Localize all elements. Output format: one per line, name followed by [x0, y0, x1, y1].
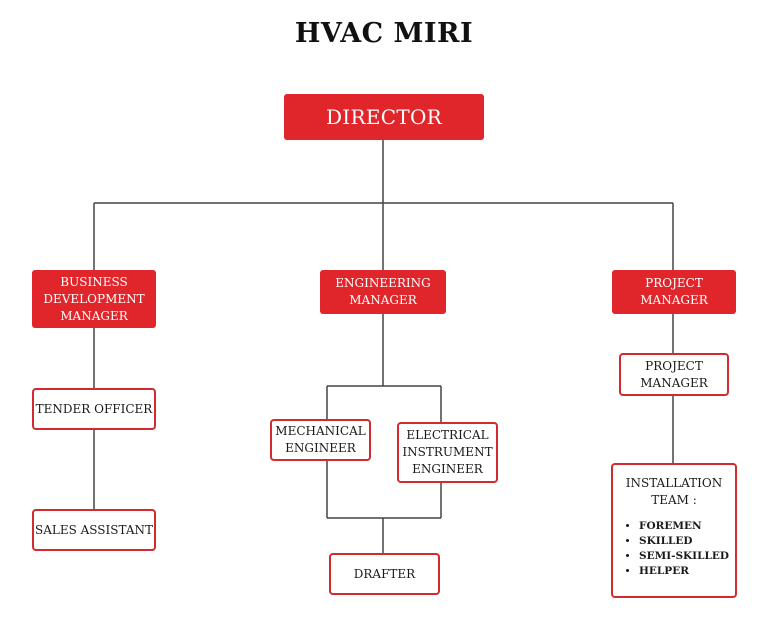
sales-assistant-label: SALES ASSISTANT [34, 522, 154, 537]
electrical-instrument-engineer-box: ELECTRICAL INSTRUMENT ENGINEER [397, 422, 498, 483]
project-manager-head-box: PROJECT MANAGER [612, 270, 736, 314]
chart-title: HVAC MIRI [294, 18, 474, 49]
installation-team-box: INSTALLATION TEAM : FOREMEN SKILLED SEMI… [611, 463, 737, 598]
director-label: DIRECTOR [325, 105, 443, 129]
director-box: DIRECTOR [284, 94, 484, 140]
member-item: HELPER [639, 564, 729, 579]
business-development-manager-box: BUSINESS DEVELOPMENT MANAGER [32, 270, 156, 328]
installation-team-label: INSTALLATION TEAM : [625, 476, 723, 507]
drafter-label: DRAFTER [353, 566, 416, 581]
project-manager-head-label: PROJECT MANAGER [640, 276, 708, 307]
drafter-box: DRAFTER [329, 553, 440, 595]
business-development-manager-label: BUSINESS DEVELOPMENT MANAGER [43, 274, 145, 323]
electrical-instrument-engineer-label: ELECTRICAL INSTRUMENT ENGINEER [402, 428, 493, 476]
tender-officer-box: TENDER OFFICER [32, 388, 156, 430]
tender-officer-label: TENDER OFFICER [35, 401, 153, 416]
member-item: SEMI-SKILLED [639, 549, 729, 564]
project-manager-label: PROJECT MANAGER [640, 358, 708, 390]
mechanical-engineer-box: MECHANICAL ENGINEER [270, 419, 371, 461]
installation-members-list: FOREMEN SKILLED SEMI-SKILLED HELPER [613, 519, 729, 579]
project-manager-box: PROJECT MANAGER [619, 353, 729, 396]
member-item: FOREMEN [639, 519, 729, 534]
sales-assistant-box: SALES ASSISTANT [32, 509, 156, 551]
member-item: SKILLED [639, 534, 729, 549]
engineering-manager-box: ENGINEERING MANAGER [320, 270, 446, 314]
mechanical-engineer-label: MECHANICAL ENGINEER [275, 424, 366, 455]
engineering-manager-label: ENGINEERING MANAGER [335, 276, 431, 307]
